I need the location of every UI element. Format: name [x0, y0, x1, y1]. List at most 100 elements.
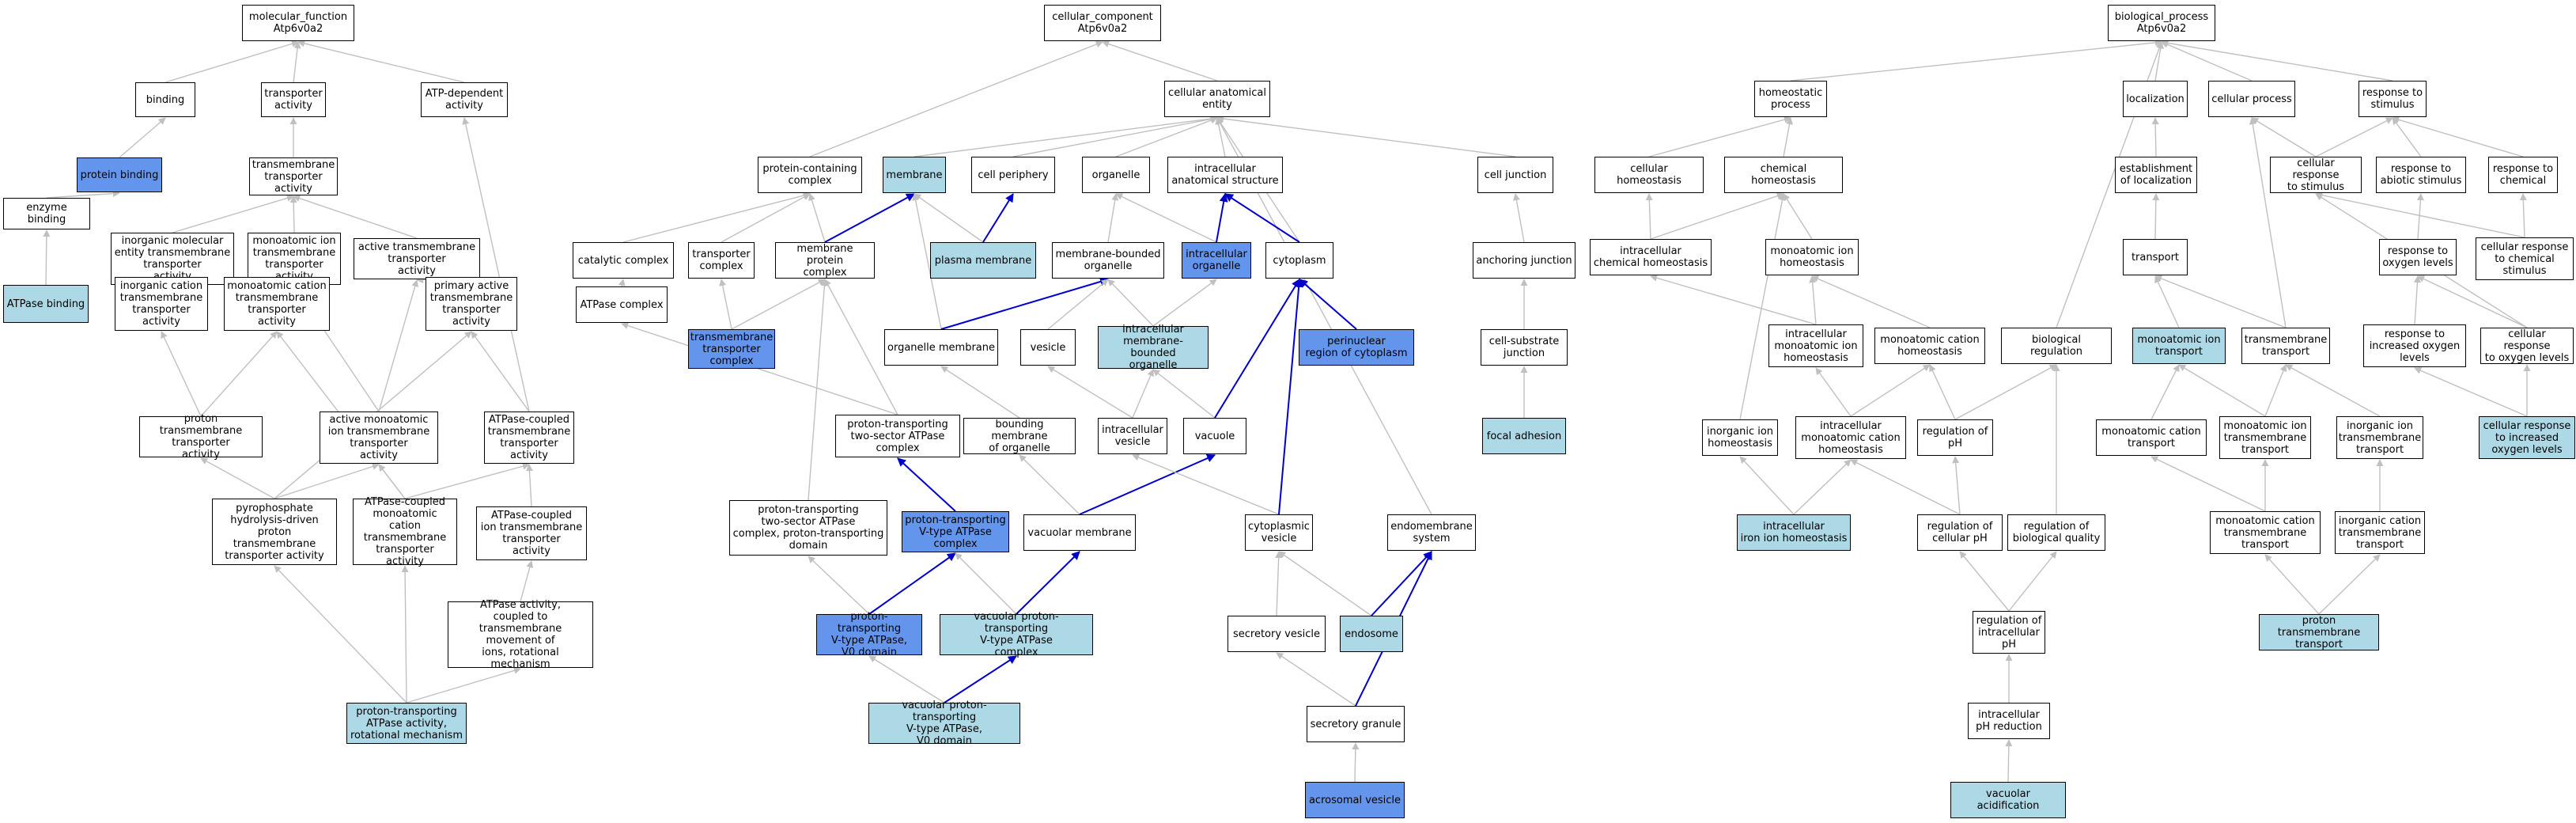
node-monoatomic-cation-transmembrane-transport[interactable]: monoatomic cation transmembrane transpor…	[2210, 511, 2321, 554]
node-secretory-granule[interactable]: secretory granule	[1307, 706, 1405, 742]
node-atpase-complex[interactable]: ATPase complex	[576, 286, 668, 323]
node-enzyme-binding[interactable]: enzyme binding	[3, 198, 90, 229]
node-proton-transmembrane-transporter-activity[interactable]: proton transmembrane transporter activit…	[139, 413, 263, 461]
node-atpase-coupled-ion-transporter-activity[interactable]: ATPase-coupled ion transmembrane transpo…	[476, 506, 587, 560]
node-inorganic-ion-transmembrane-transport[interactable]: inorganic ion transmembrane transport	[2336, 416, 2423, 459]
node-inorganic-cation-transporter-activity[interactable]: inorganic cation transmembrane transport…	[115, 277, 208, 331]
node-focal-adhesion[interactable]: focal adhesion	[1482, 418, 1566, 454]
node-cell-junction[interactable]: cell junction	[1477, 157, 1553, 193]
node-transmembrane-transport[interactable]: transmembrane transport	[2241, 328, 2330, 364]
node-vacuole[interactable]: vacuole	[1183, 418, 1246, 454]
node-vesicle[interactable]: vesicle	[1020, 329, 1076, 366]
node-secretory-vesicle[interactable]: secretory vesicle	[1227, 616, 1326, 652]
node-establishment-of-localization[interactable]: establishment of localization	[2115, 157, 2197, 193]
node-chemical-homeostasis[interactable]: chemical homeostasis	[1724, 157, 1843, 193]
node-proton-transporting-two-sector-atpase-complex[interactable]: proton-transporting two-sector ATPase co…	[835, 415, 960, 457]
node-intracellular-organelle[interactable]: intracellular organelle	[1182, 242, 1251, 279]
node-localization[interactable]: localization	[2123, 81, 2188, 117]
node-response-to-chemical[interactable]: response to chemical	[2488, 157, 2558, 193]
node-cell-periphery[interactable]: cell periphery	[971, 157, 1055, 193]
node-response-to-increased-oxygen-levels[interactable]: response to increased oxygen levels	[2363, 324, 2466, 367]
node-vacuolar-proton-transporting-v-type-atpase-complex[interactable]: vacuolar proton-transporting V-type ATPa…	[940, 611, 1093, 658]
node-intracellular-chemical-homeostasis[interactable]: intracellular chemical homeostasis	[1590, 239, 1712, 275]
node-membrane-bounded-organelle[interactable]: membrane-bounded organelle	[1052, 242, 1164, 279]
node-monoatomic-ion-transport[interactable]: monoatomic ion transport	[2132, 328, 2226, 364]
node-perinuclear-region-of-cytoplasm[interactable]: perinuclear region of cytoplasm	[1299, 329, 1414, 366]
node-cellular-response-to-increased-oxygen-levels[interactable]: cellular response to increased oxygen le…	[2479, 416, 2575, 459]
node-transport[interactable]: transport	[2123, 239, 2188, 275]
node-transmembrane-transporter-activity[interactable]: transmembrane transporter activity	[249, 157, 338, 195]
node-inorganic-molecular-entity-transporter-activity[interactable]: inorganic molecular entity transmembrane…	[111, 233, 234, 285]
node-acrosomal-vesicle[interactable]: acrosomal vesicle	[1305, 782, 1405, 818]
node-anchoring-junction[interactable]: anchoring junction	[1473, 242, 1575, 279]
node-proton-transporting-atpase-rotational[interactable]: proton-transporting ATPase activity, rot…	[346, 703, 467, 744]
node-cellular-response-to-chemical-stimulus[interactable]: cellular response to chemical stimulus	[2476, 237, 2574, 280]
node-catalytic-complex[interactable]: catalytic complex	[573, 242, 674, 279]
node-active-transmembrane-transporter-activity[interactable]: active transmembrane transporter activit…	[354, 238, 480, 279]
node-biological-process-root[interactable]: biological_process Atp6v0a2	[2108, 5, 2215, 41]
node-bounding-membrane-of-organelle[interactable]: bounding membrane of organelle	[963, 418, 1076, 454]
node-two-sector-atpase-proton-domain[interactable]: proton-transporting two-sector ATPase co…	[729, 500, 887, 556]
node-endosome[interactable]: endosome	[1340, 616, 1403, 652]
node-cellular-response-to-stimulus[interactable]: cellular response to stimulus	[2270, 157, 2362, 193]
node-vacuolar-v-type-atpase-v0-domain[interactable]: vacuolar proton-transporting V-type ATPa…	[868, 700, 1020, 747]
node-membrane-protein-complex[interactable]: membrane protein complex	[775, 242, 875, 279]
node-binding[interactable]: binding	[135, 82, 195, 117]
node-response-to-abiotic-stimulus[interactable]: response to abiotic stimulus	[2376, 157, 2466, 193]
node-response-to-oxygen-levels[interactable]: response to oxygen levels	[2379, 239, 2457, 275]
node-organelle[interactable]: organelle	[1082, 157, 1150, 193]
node-plasma-membrane[interactable]: plasma membrane	[930, 242, 1036, 279]
node-cytoplasmic-vesicle[interactable]: cytoplasmic vesicle	[1245, 514, 1313, 551]
node-pyrophosphate-proton-transporter-activity[interactable]: pyrophosphate hydrolysis-driven proton t…	[212, 499, 337, 565]
node-proton-transmembrane-transport[interactable]: proton transmembrane transport	[2259, 614, 2379, 650]
node-membrane[interactable]: membrane	[883, 157, 946, 193]
node-intracellular-monoatomic-ion-homeostasis[interactable]: intracellular monoatomic ion homeostasis	[1768, 324, 1863, 367]
node-molecular-function-root[interactable]: molecular_function Atp6v0a2	[242, 5, 354, 41]
node-cellular-response-to-oxygen-levels[interactable]: cellular response to oxygen levels	[2480, 328, 2574, 364]
node-inorganic-cation-transmembrane-transport[interactable]: inorganic cation transmembrane transport	[2335, 511, 2425, 554]
node-monoatomic-ion-transporter-activity[interactable]: monoatomic ion transmembrane transporter…	[248, 233, 341, 285]
node-vacuolar-acidification[interactable]: vacuolar acidification	[1950, 782, 2066, 818]
node-intracellular-ph-reduction[interactable]: intracellular pH reduction	[1968, 703, 2050, 739]
node-intracellular-anatomical-structure[interactable]: intracellular anatomical structure	[1167, 157, 1283, 193]
node-transmembrane-transporter-complex[interactable]: transmembrane transporter complex	[688, 329, 775, 369]
node-monoatomic-ion-homeostasis[interactable]: monoatomic ion homeostasis	[1765, 239, 1859, 275]
node-monoatomic-cation-transport[interactable]: monoatomic cation transport	[2096, 419, 2207, 456]
node-regulation-of-ph[interactable]: regulation of pH	[1917, 419, 1993, 456]
node-cellular-anatomical-entity[interactable]: cellular anatomical entity	[1164, 81, 1270, 117]
node-active-monoatomic-ion-transporter-activity[interactable]: active monoatomic ion transmembrane tran…	[320, 412, 438, 464]
node-intracellular-iron-ion-homeostasis[interactable]: intracellular iron ion homeostasis	[1737, 514, 1851, 551]
node-vacuolar-membrane[interactable]: vacuolar membrane	[1023, 514, 1136, 551]
node-atp-dependent-activity[interactable]: ATP-dependent activity	[421, 82, 508, 117]
node-organelle-membrane[interactable]: organelle membrane	[884, 329, 998, 366]
node-inorganic-ion-homeostasis[interactable]: inorganic ion homeostasis	[1702, 419, 1778, 456]
node-atpase-coupled-transmembrane-transporter-activity[interactable]: ATPase-coupled transmembrane transporter…	[484, 412, 574, 464]
node-endomembrane-system[interactable]: endomembrane system	[1387, 514, 1476, 551]
node-protein-containing-complex[interactable]: protein-containing complex	[758, 157, 862, 193]
node-intracellular-vesicle[interactable]: intracellular vesicle	[1098, 418, 1167, 454]
node-cellular-component-root[interactable]: cellular_component Atp6v0a2	[1044, 5, 1161, 41]
node-protein-binding[interactable]: protein binding	[77, 157, 162, 192]
node-atpase-coupled-monoatomic-cation-transporter[interactable]: ATPase-coupled monoatomic cation transme…	[353, 496, 457, 567]
node-atpase-rotational-mechanism[interactable]: ATPase activity, coupled to transmembran…	[448, 599, 593, 670]
node-regulation-of-cellular-ph[interactable]: regulation of cellular pH	[1917, 514, 2003, 551]
node-transporter-activity[interactable]: transporter activity	[261, 82, 326, 117]
node-cell-substrate-junction[interactable]: cell-substrate junction	[1481, 329, 1568, 366]
node-atpase-binding[interactable]: ATPase binding	[3, 285, 89, 323]
node-response-to-stimulus[interactable]: response to stimulus	[2358, 81, 2427, 117]
node-intracellular-monoatomic-cation-homeostasis[interactable]: intracellular monoatomic cation homeosta…	[1795, 416, 1906, 459]
node-proton-transporting-v-type-atpase-v0-domain[interactable]: proton-transporting V-type ATPase, V0 do…	[816, 611, 922, 658]
node-regulation-of-biological-quality[interactable]: regulation of biological quality	[2007, 514, 2105, 551]
node-intracellular-membrane-bounded-organelle[interactable]: intracellular membrane-bounded organelle	[1098, 324, 1209, 371]
node-cellular-process[interactable]: cellular process	[2208, 81, 2295, 117]
node-monoatomic-ion-transmembrane-transport[interactable]: monoatomic ion transmembrane transport	[2219, 416, 2311, 459]
node-cellular-homeostasis[interactable]: cellular homeostasis	[1594, 157, 1704, 193]
node-monoatomic-cation-homeostasis[interactable]: monoatomic cation homeostasis	[1874, 328, 1985, 364]
node-biological-regulation[interactable]: biological regulation	[2001, 328, 2112, 364]
node-proton-transporting-v-type-atpase-complex[interactable]: proton-transporting V-type ATPase comple…	[902, 511, 1009, 552]
node-cytoplasm[interactable]: cytoplasm	[1265, 242, 1333, 279]
node-transporter-complex[interactable]: transporter complex	[688, 242, 755, 279]
node-monoatomic-cation-transporter-activity[interactable]: monoatomic cation transmembrane transpor…	[224, 277, 330, 331]
node-homeostatic-process[interactable]: homeostatic process	[1754, 81, 1827, 117]
node-regulation-of-intracellular-ph[interactable]: regulation of intracellular pH	[1973, 611, 2045, 654]
